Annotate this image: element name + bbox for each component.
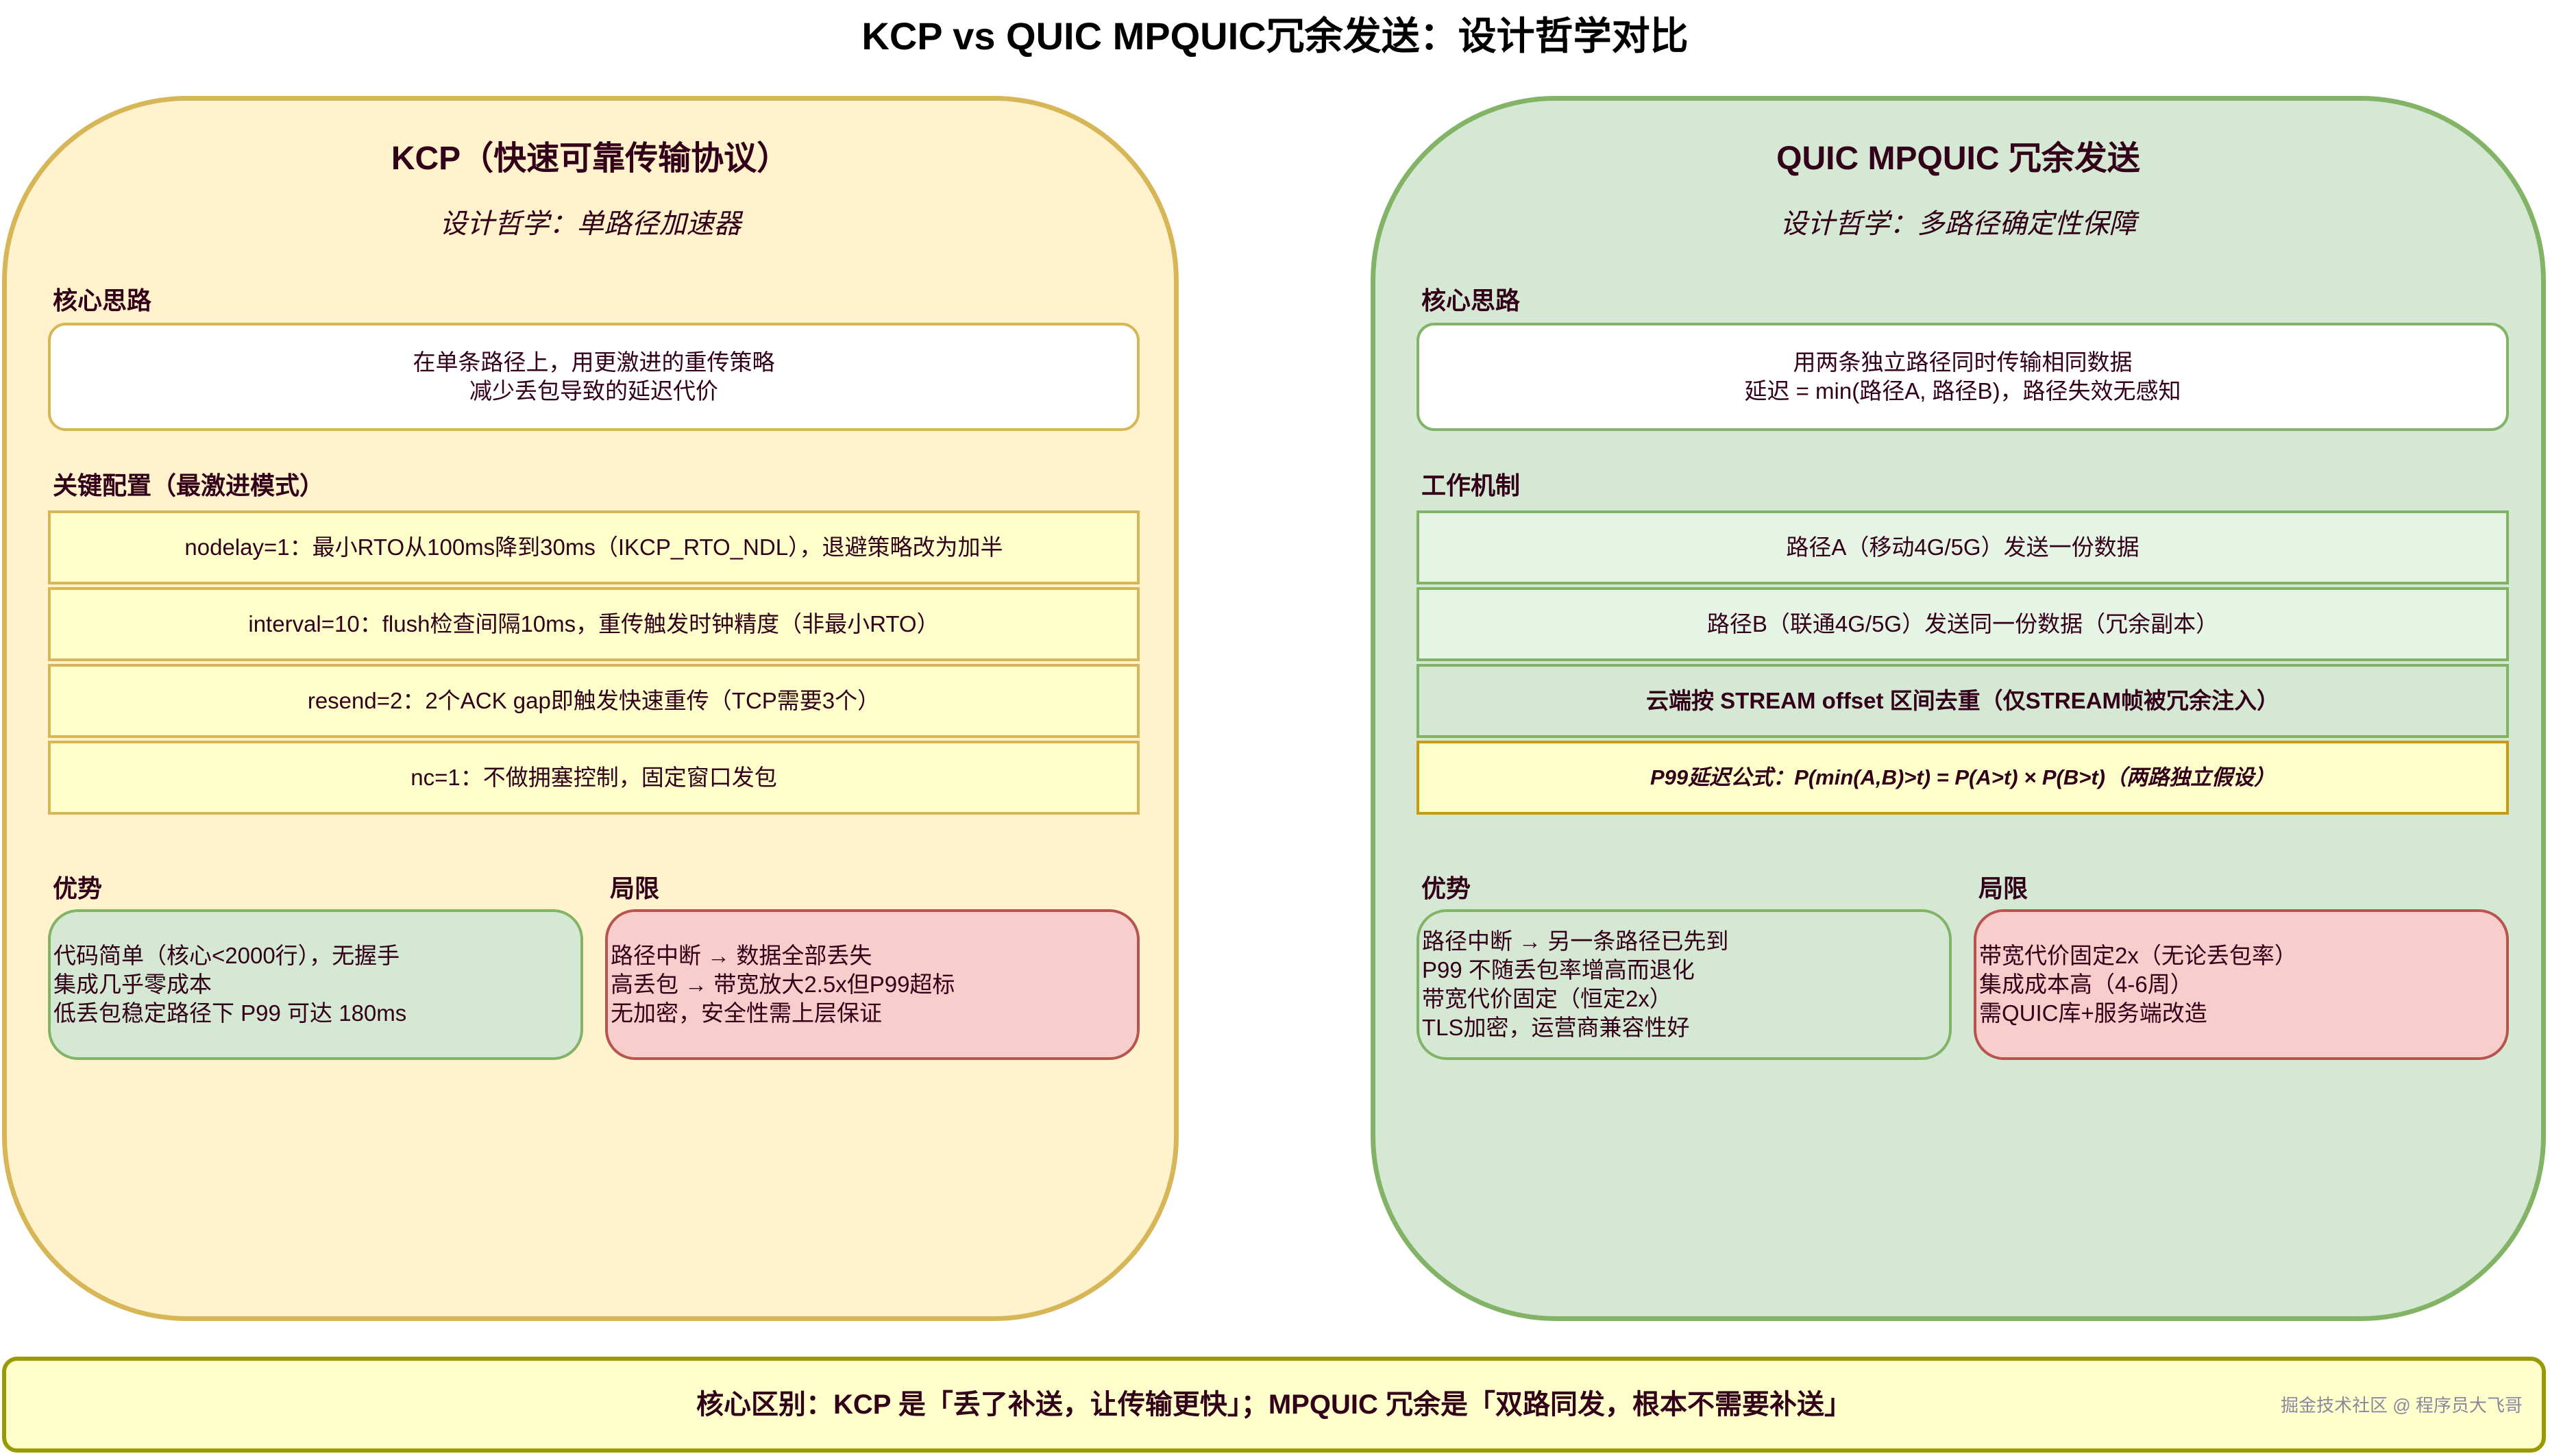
quic-pro-item: P99 不随丢包率增高而退化 bbox=[1422, 957, 1695, 983]
quic-mechanism-row: 路径A（移动4G/5G）发送一份数据 bbox=[1417, 510, 2509, 584]
quic-core-box: 用两条独立路径同时传输相同数据 延迟 = min(路径A, 路径B)，路径失效无… bbox=[1417, 323, 2509, 431]
kcp-core-label: 核心思路 bbox=[53, 286, 152, 314]
watermark: 掘金技术社区 @ 程序员大飞哥 bbox=[2281, 1395, 2523, 1416]
quic-con-item: 带宽代价固定2x（无论丢包率） bbox=[1979, 943, 2297, 968]
kcp-cons-box: 路径中断 → 数据全部丢失 高丢包 → 带宽放大2.5x但P99超标 无加密，安… bbox=[605, 909, 1140, 1060]
kcp-core-line: 减少丢包导致的延迟代价 bbox=[469, 378, 718, 404]
diagram-title: KCP vs QUIC MPQUIC冗余发送：设计哲学对比 bbox=[861, 14, 1689, 58]
kcp-core-box: 在单条路径上，用更激进的重传策略 减少丢包导致的延迟代价 bbox=[48, 323, 1140, 431]
quic-pro-item: 路径中断 → 另一条路径已先到 bbox=[1422, 928, 1729, 954]
kcp-con-item: 路径中断 → 数据全部丢失 bbox=[611, 943, 872, 968]
kcp-panel-title: KCP（快速可靠传输协议） bbox=[391, 140, 790, 177]
quic-con-item: 集成成本高（4-6周） bbox=[1979, 972, 2193, 997]
quic-cons-box: 带宽代价固定2x（无论丢包率） 集成成本高（4-6周） 需QUIC库+服务端改造 bbox=[1974, 909, 2509, 1060]
kcp-panel: KCP（快速可靠传输协议） 设计哲学：单路径加速器 核心思路 在单条路径上，用更… bbox=[2, 96, 1179, 1321]
quic-core-label: 核心思路 bbox=[1421, 286, 1521, 314]
kcp-pros-box: 代码简单（核心<2000行），无握手 集成几乎零成本 低丢包稳定路径下 P99 … bbox=[48, 909, 583, 1060]
kcp-con-item: 高丢包 → 带宽放大2.5x但P99超标 bbox=[611, 972, 955, 997]
kcp-config-label: 关键配置（最激进模式） bbox=[53, 471, 325, 499]
quic-panel: QUIC MPQUIC 冗余发送 设计哲学：多路径确定性保障 核心思路 用两条独… bbox=[1371, 96, 2546, 1321]
quic-pro-item: TLS加密，运营商兼容性好 bbox=[1422, 1015, 1690, 1040]
kcp-cons-label: 局限 bbox=[610, 874, 660, 902]
summary-bar: 核心区别：KCP 是「丢了补送，让传输更快」；MPQUIC 冗余是「双路同发，根… bbox=[2, 1357, 2546, 1453]
quic-con-item: 需QUIC库+服务端改造 bbox=[1979, 1000, 2207, 1026]
quic-core-line: 用两条独立路径同时传输相同数据 bbox=[1793, 349, 2133, 375]
quic-mechanism-label: 工作机制 bbox=[1421, 471, 1521, 499]
kcp-pros-label: 优势 bbox=[53, 874, 103, 902]
kcp-config-row: nc=1：不做拥塞控制，固定窗口发包 bbox=[48, 741, 1140, 815]
kcp-pro-item: 集成几乎零成本 bbox=[53, 972, 212, 997]
quic-pro-item: 带宽代价固定（恒定2x） bbox=[1422, 986, 1672, 1011]
quic-pros-label: 优势 bbox=[1421, 874, 1471, 902]
quic-mechanism-row: 云端按 STREAM offset 区间去重（仅STREAM帧被冗余注入） bbox=[1417, 664, 2509, 738]
kcp-config-row: nodelay=1：最小RTO从100ms降到30ms（IKCP_RTO_NDL… bbox=[48, 510, 1140, 584]
quic-panel-subtitle: 设计哲学：多路径确定性保障 bbox=[1780, 209, 2137, 239]
summary-text: 核心区别：KCP 是「丢了补送，让传输更快」；MPQUIC 冗余是「双路同发，根… bbox=[696, 1390, 1852, 1420]
kcp-core-line: 在单条路径上，用更激进的重传策略 bbox=[413, 349, 775, 375]
quic-panel-title: QUIC MPQUIC 冗余发送 bbox=[1776, 140, 2140, 177]
quic-pros-box: 路径中断 → 另一条路径已先到 P99 不随丢包率增高而退化 带宽代价固定（恒定… bbox=[1417, 909, 1952, 1060]
kcp-con-item: 无加密，安全性需上层保证 bbox=[611, 1000, 882, 1026]
kcp-pro-item: 代码简单（核心<2000行），无握手 bbox=[53, 943, 400, 968]
quic-core-line: 延迟 = min(路径A, 路径B)，路径失效无感知 bbox=[1744, 378, 2181, 404]
kcp-pro-item: 低丢包稳定路径下 P99 可达 180ms bbox=[53, 1000, 407, 1026]
quic-cons-label: 局限 bbox=[1978, 874, 2028, 902]
quic-mechanism-row: 路径B（联通4G/5G）发送同一份数据（冗余副本） bbox=[1417, 587, 2509, 661]
kcp-config-row: resend=2：2个ACK gap即触发快速重传（TCP需要3个） bbox=[48, 664, 1140, 738]
kcp-config-row: interval=10：flush检查间隔10ms，重传触发时钟精度（非最小RT… bbox=[48, 587, 1140, 661]
kcp-panel-subtitle: 设计哲学：单路径加速器 bbox=[439, 209, 741, 239]
quic-p99-formula-row: P99延迟公式：P(min(A,B)>t) = P(A>t) × P(B>t)（… bbox=[1417, 741, 2509, 815]
